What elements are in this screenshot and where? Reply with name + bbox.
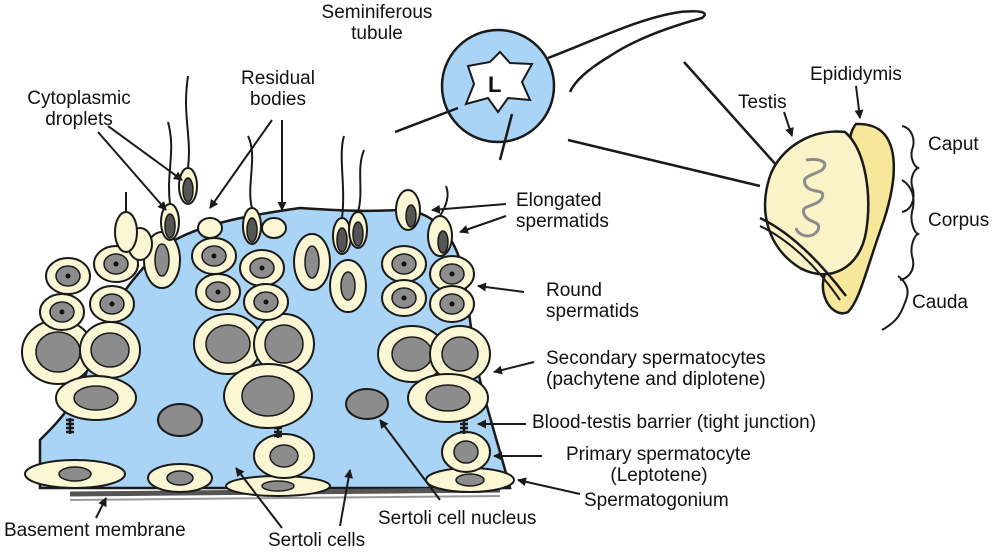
arrow-round-spermatids: [478, 286, 524, 292]
label-primary-spermatocyte: Primary spermatocyte (Leptotene): [566, 444, 752, 486]
arrow-basement-membrane: [96, 498, 106, 518]
zoom-line-left: [395, 108, 458, 132]
arrow-elongated-spermatids-1: [432, 204, 506, 210]
label-spermatogonium: Spermatogonium: [584, 490, 729, 511]
arrow-testis: [784, 112, 792, 136]
label-residual-bodies: Residual bodies: [222, 68, 334, 110]
tubule-to-testis-line: [568, 140, 760, 186]
caput-bracket: [902, 126, 918, 212]
sertoli-nucleus: [346, 389, 388, 419]
sertoli-nucleus: [158, 404, 202, 436]
label-seminiferous-tubule: Seminiferous tubule: [312, 2, 442, 44]
label-cytoplasmic-droplets: Cytoplasmic droplets: [16, 88, 142, 130]
sertoli-epithelium: [22, 76, 514, 500]
label-epididymis: Epididymis: [810, 64, 902, 85]
corpus-bracket: [900, 180, 918, 280]
cauda-bracket: [882, 276, 908, 330]
tubule-loop-line: [548, 11, 705, 92]
round-spermatids: [40, 238, 474, 330]
label-corpus: Corpus: [928, 210, 989, 231]
secondary-spermatocytes: [22, 314, 490, 428]
label-sertoli-cells: Sertoli cells: [268, 530, 365, 551]
label-lumen: L: [488, 74, 501, 95]
label-cauda: Cauda: [912, 292, 968, 313]
label-secondary-spermatocytes: Secondary spermatocytes (pachytene and d…: [546, 348, 766, 390]
label-blood-testis-barrier: Blood-testis barrier (tight junction): [532, 412, 816, 433]
testis-pointer-line: [684, 62, 786, 176]
label-testis: Testis: [738, 92, 787, 113]
label-sertoli-cell-nucleus: Sertoli cell nucleus: [378, 508, 536, 529]
arrow-secondary-spermatocytes: [494, 362, 534, 372]
arrow-epididymis: [856, 86, 860, 118]
arrow-elongated-spermatids-2: [460, 216, 506, 232]
label-basement-membrane: Basement membrane: [4, 520, 186, 541]
arrow-residual-bodies-1: [210, 120, 272, 208]
label-round-spermatids: Round spermatids: [546, 280, 639, 322]
label-caput: Caput: [928, 134, 979, 155]
label-elongated-spermatids: Elongated spermatids: [516, 190, 609, 232]
